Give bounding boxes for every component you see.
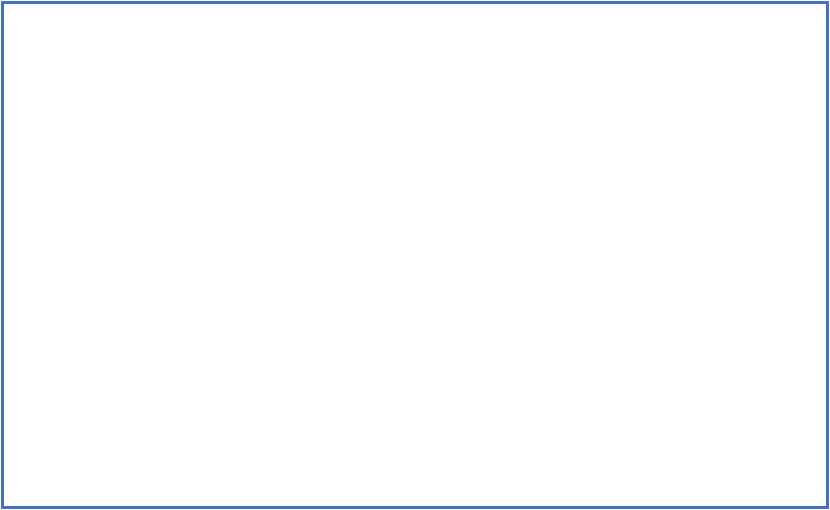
node-title: Month-end following the quarter-end (526, 335, 640, 407)
node-note: (if necessary) (219, 455, 307, 473)
node-title: Post-Quarter-end (514, 61, 660, 85)
curved-arrow-down-icon (573, 171, 659, 337)
diagram-node-post-quarter-end: Post-Quarter-end Call report is filed an… (462, 61, 712, 129)
node-subtitle: Decrease in earnings retention (ERW) is … (195, 390, 331, 444)
node-note: (the effective date) (522, 461, 644, 479)
node-title: At least 14 days before next quarter-end (165, 335, 361, 383)
node-subtitle: Earnings Retention Requirement 12 CFR 70… (167, 102, 379, 138)
diagram-node-month-end-following-quarter-end: Month-end following the quarter-end Net … (458, 335, 708, 479)
diagram-node-at-least-14-days-before-next-quarter-end: At least 14 days before next quarter-end… (132, 335, 394, 474)
node-subtitle: Net worth classification is determined (498, 413, 668, 449)
diagram-node-quarter-end-closing-entries: Quarter-end closing entries Earnings Ret… (128, 47, 418, 139)
node-subtitle: Call report is filed and net worth ratio… (502, 92, 672, 128)
node-title: Quarter-end closing entries (188, 47, 358, 95)
curved-arrow-up-icon (177, 173, 263, 339)
